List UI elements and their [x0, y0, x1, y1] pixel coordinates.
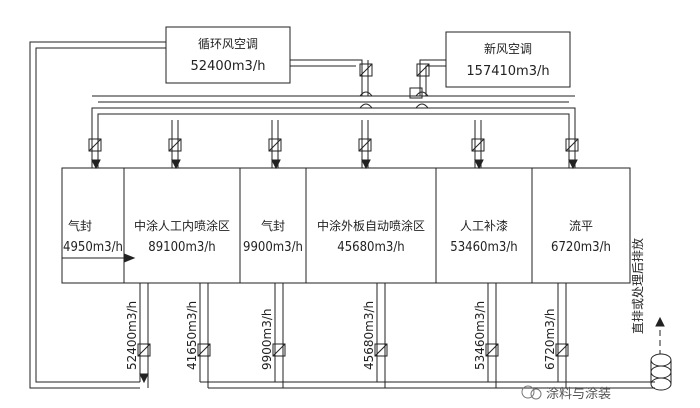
exhaust-flow-label: 6720m3/h: [543, 308, 557, 370]
exhaust-flow-label: 41650m3/h: [185, 301, 199, 370]
exhaust-flow-label: 52400m3/h: [125, 301, 139, 370]
booth-zones: [61, 167, 631, 284]
direct-exhaust-label: 直排或处理后排放: [630, 238, 645, 334]
exhaust-collector: [139, 370, 655, 389]
fresh-damper-2: [409, 87, 423, 99]
zone-name: 气封: [68, 218, 92, 233]
zone-flow: 53460m3/h: [450, 240, 517, 255]
zone-flow: 89100m3/h: [148, 240, 215, 255]
recirc-return-duct: [29, 41, 166, 389]
supply-dampers: [88, 138, 579, 152]
supply-arrow: [91, 159, 101, 170]
watermark: 涂料与涂装: [521, 385, 611, 402]
exhaust-fan: [650, 353, 672, 391]
fresh-damper: [416, 63, 430, 77]
zone-flow: 4950m3/h: [63, 240, 123, 255]
recirc-ahu-box: [165, 26, 291, 84]
watermark-text: 涂料与涂装: [546, 386, 611, 402]
fresh-ahu-name: 新风空调: [484, 41, 532, 56]
exhaust-flow-label: 9900m3/h: [260, 308, 274, 370]
exhaust-flow-label: 53460m3/h: [473, 301, 487, 370]
zone-name: 中涂人工内喷涂区: [134, 218, 230, 233]
fresh-supply-duct: [409, 59, 446, 99]
zone-flow: 45680m3/h: [337, 240, 404, 255]
zone-name: 人工补漆: [460, 219, 508, 233]
wechat-icon: [521, 385, 535, 399]
exhaust-drops: [139, 283, 567, 388]
zone-flow: 9900m3/h: [243, 240, 303, 255]
recirc-supply-duct: [290, 59, 373, 96]
fresh-ahu-flow: 157410m3/h: [466, 64, 549, 79]
zone-name: 中涂外板自动喷涂区: [317, 218, 425, 233]
supply-header: [91, 91, 576, 120]
recirc-ahu-flow: 52400m3/h: [191, 59, 266, 74]
recirc-damper: [359, 63, 373, 77]
exhaust-dampers: [137, 343, 569, 357]
zone-flow: 6720m3/h: [551, 240, 611, 255]
supply-drops: [91, 120, 576, 168]
exhaust-flow-label: 45680m3/h: [362, 301, 376, 370]
zone-name: 气封: [261, 218, 285, 233]
recirc-ahu-name: 循环风空调: [198, 37, 258, 51]
seal-flow-arrow: [123, 253, 136, 263]
zone-name: 流平: [569, 219, 593, 233]
